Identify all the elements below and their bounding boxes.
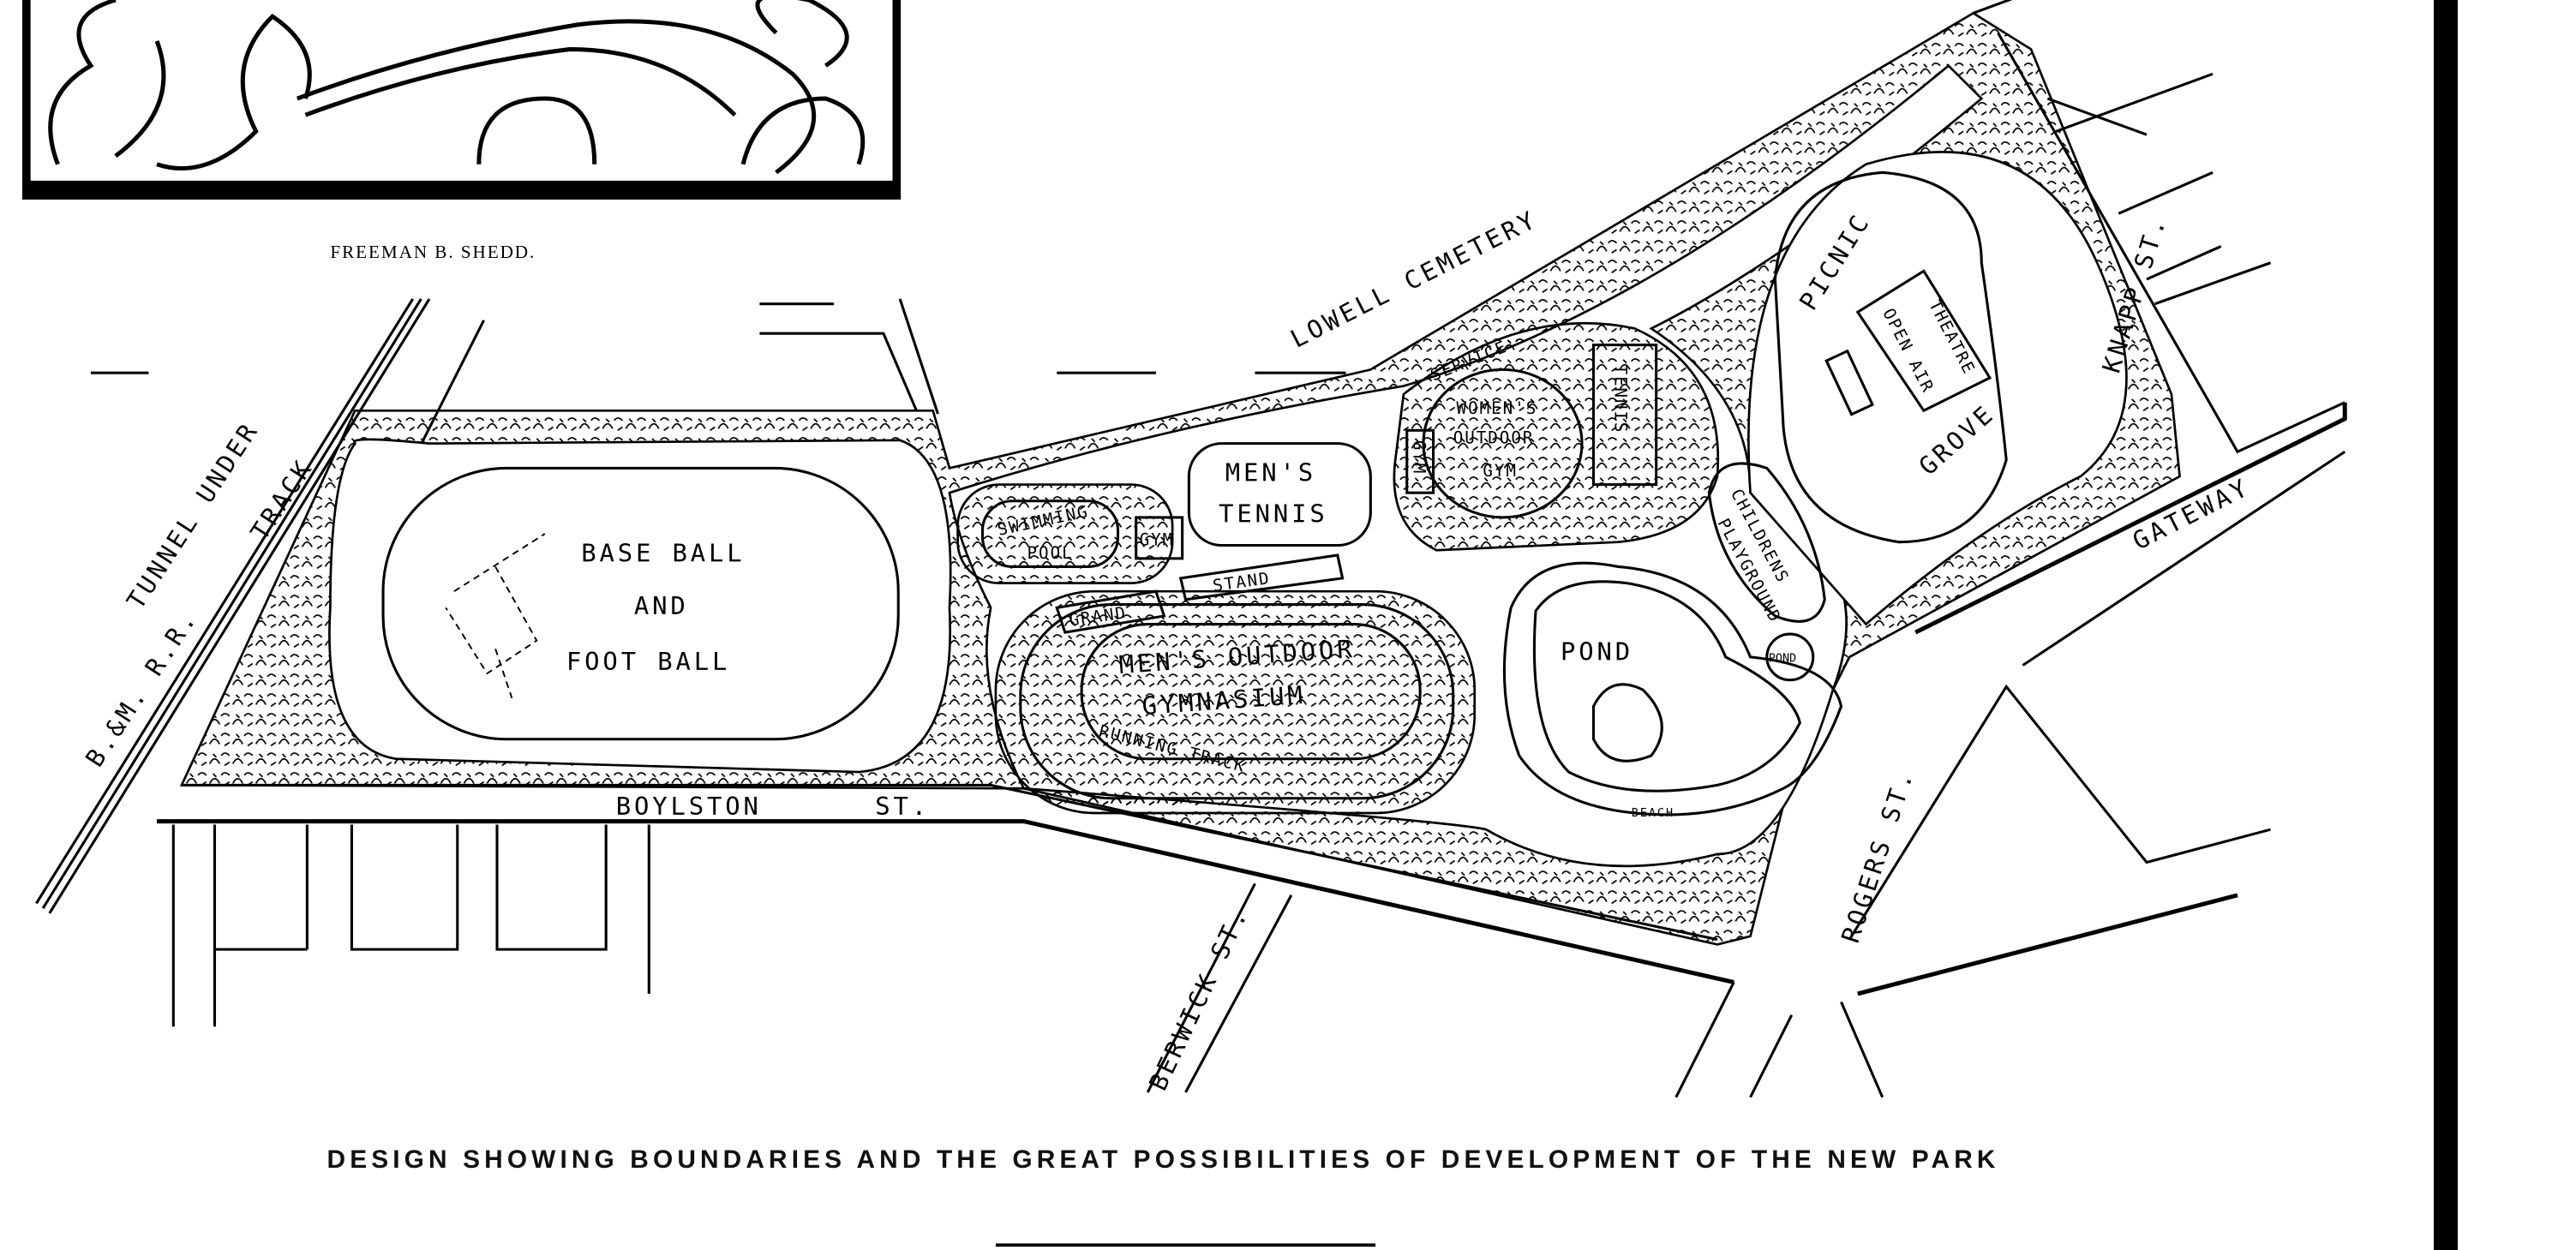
open-air-theatre bbox=[1855, 269, 1992, 413]
running-track bbox=[1019, 603, 1455, 800]
label-gym-small: GYM bbox=[1140, 530, 1175, 550]
womens-tennis-court bbox=[1591, 344, 1658, 487]
label-mens-tennis-2: TENNIS bbox=[1219, 499, 1328, 529]
author-credit: FREEMAN B. SHEDD. bbox=[330, 242, 536, 262]
baseball-field bbox=[381, 466, 900, 741]
label-mens-tennis-1: MEN'S bbox=[1225, 458, 1316, 487]
scan-edge-bar bbox=[2434, 0, 2458, 1250]
label-pond-small: POND bbox=[1769, 653, 1796, 666]
streets bbox=[157, 0, 2347, 1098]
label-rogers: ROGERS ST. bbox=[1836, 765, 1920, 947]
mens-outdoor-gymnasium bbox=[1080, 623, 1422, 761]
map-dashes bbox=[90, 298, 1346, 415]
pool-grounds bbox=[956, 483, 1174, 584]
label-womens-gym-building: GYM bbox=[1409, 440, 1429, 475]
swimming-pool bbox=[980, 499, 1120, 568]
womens-outdoor-gym bbox=[1422, 368, 1584, 519]
label-baseball-1: BASE BALL bbox=[581, 539, 745, 568]
small-pond bbox=[1765, 632, 1815, 682]
label-womens-gym-2: OUTDOOR bbox=[1453, 428, 1535, 448]
pond-grounds bbox=[1502, 561, 1843, 816]
pond bbox=[1532, 580, 1801, 792]
label-baseball-3: FOOT BALL bbox=[566, 647, 730, 676]
pond-island bbox=[1591, 683, 1663, 763]
label-beach: BEACH bbox=[1632, 807, 1674, 820]
womens-gym-building bbox=[1405, 428, 1435, 494]
theatre-stage bbox=[1824, 349, 1875, 416]
label-boylston: BOYLSTON bbox=[616, 792, 762, 821]
label-swimming-2: POOL bbox=[1027, 543, 1074, 563]
picnic-grove bbox=[1773, 170, 2008, 544]
ornamental-header-frame bbox=[22, 0, 902, 200]
label-baseball-2: AND bbox=[634, 591, 689, 620]
childrens-playground bbox=[1707, 462, 1826, 623]
mens-tennis-court bbox=[1187, 442, 1372, 547]
label-boylston-st: ST. bbox=[875, 792, 930, 821]
baseball-diamond bbox=[445, 533, 546, 699]
label-railroad: B.&M. R.R. bbox=[80, 604, 203, 772]
figure-caption: DESIGN SHOWING BOUNDARIES AND THE GREAT … bbox=[327, 1145, 1998, 1174]
gym-building bbox=[1135, 516, 1184, 560]
label-womens-gym-3: GYM bbox=[1483, 461, 1518, 481]
label-tennis: TENNIS bbox=[1611, 365, 1631, 434]
grand-stand bbox=[1055, 553, 1345, 634]
label-pond: POND bbox=[1561, 637, 1633, 667]
womens-gym-grounds bbox=[1393, 321, 1720, 552]
label-womens-gym-1: WOMEN'S bbox=[1457, 398, 1538, 418]
